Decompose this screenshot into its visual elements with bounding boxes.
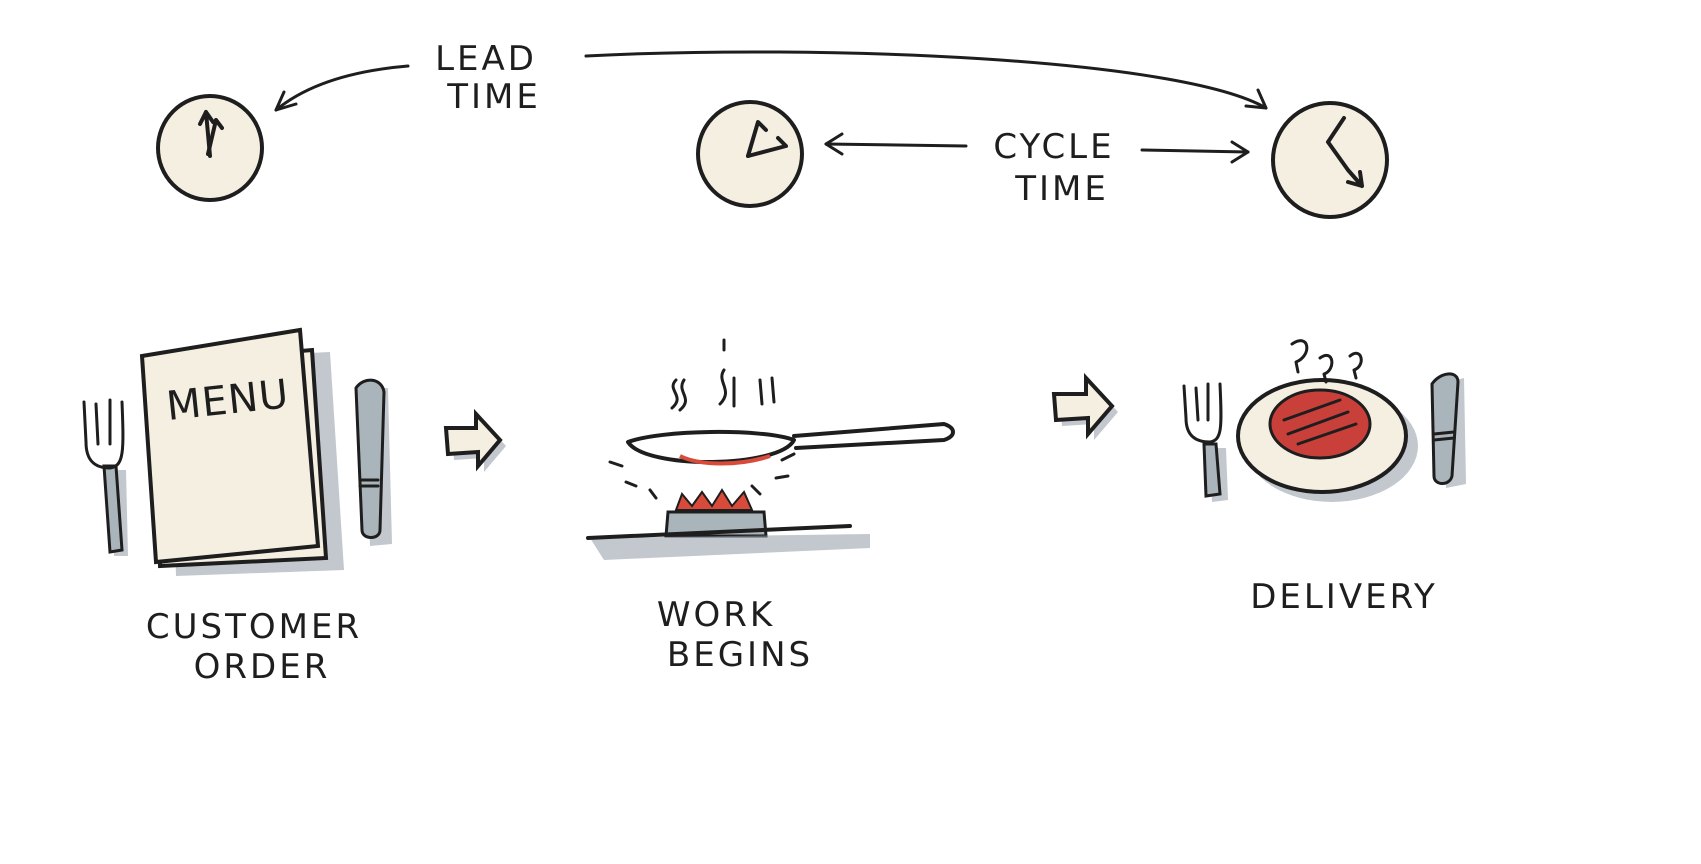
clock-icon-delivery bbox=[1271, 101, 1389, 219]
steam-icon-plate bbox=[1290, 339, 1363, 384]
lead-time-label: LEAD TIME bbox=[435, 39, 541, 117]
work-begins-label-line2: BEGINS bbox=[667, 635, 813, 675]
knife-icon-left bbox=[354, 378, 392, 546]
cycle-time-label: CYCLE TIME bbox=[993, 127, 1114, 209]
cycle-time-arrow-right bbox=[1140, 140, 1250, 164]
flame-icon bbox=[608, 452, 796, 511]
plate-icon bbox=[1236, 378, 1418, 502]
customer-order-label-line1: CUSTOMER bbox=[146, 607, 362, 647]
steam-icon-pan bbox=[670, 338, 776, 412]
lead-time-arrow-right bbox=[584, 50, 1268, 110]
lead-time-label-line2: TIME bbox=[446, 77, 541, 117]
menu-card-icon: MENU bbox=[139, 327, 344, 576]
stove-icon bbox=[586, 510, 870, 560]
block-arrow-icon-1 bbox=[443, 408, 506, 472]
lead-time-arrow-left bbox=[274, 64, 410, 112]
work-begins-label-line1: WORK bbox=[657, 595, 775, 635]
fork-icon-right bbox=[1182, 382, 1228, 502]
cycle-time-label-line2: TIME bbox=[1014, 169, 1109, 209]
knife-icon-right bbox=[1430, 372, 1466, 488]
lead-time-label-line1: LEAD bbox=[435, 39, 537, 79]
block-arrow-icon-2 bbox=[1051, 372, 1118, 440]
clock-icon-order bbox=[156, 94, 264, 202]
fork-icon-left bbox=[82, 398, 128, 556]
customer-order-label-line2: ORDER bbox=[194, 647, 331, 687]
cycle-time-arrow-left bbox=[824, 132, 968, 156]
delivery-label: DELIVERY bbox=[1250, 577, 1438, 617]
clock-icon-work bbox=[696, 100, 804, 208]
cycle-time-label-line1: CYCLE bbox=[993, 127, 1114, 167]
frying-pan-icon bbox=[626, 422, 955, 466]
